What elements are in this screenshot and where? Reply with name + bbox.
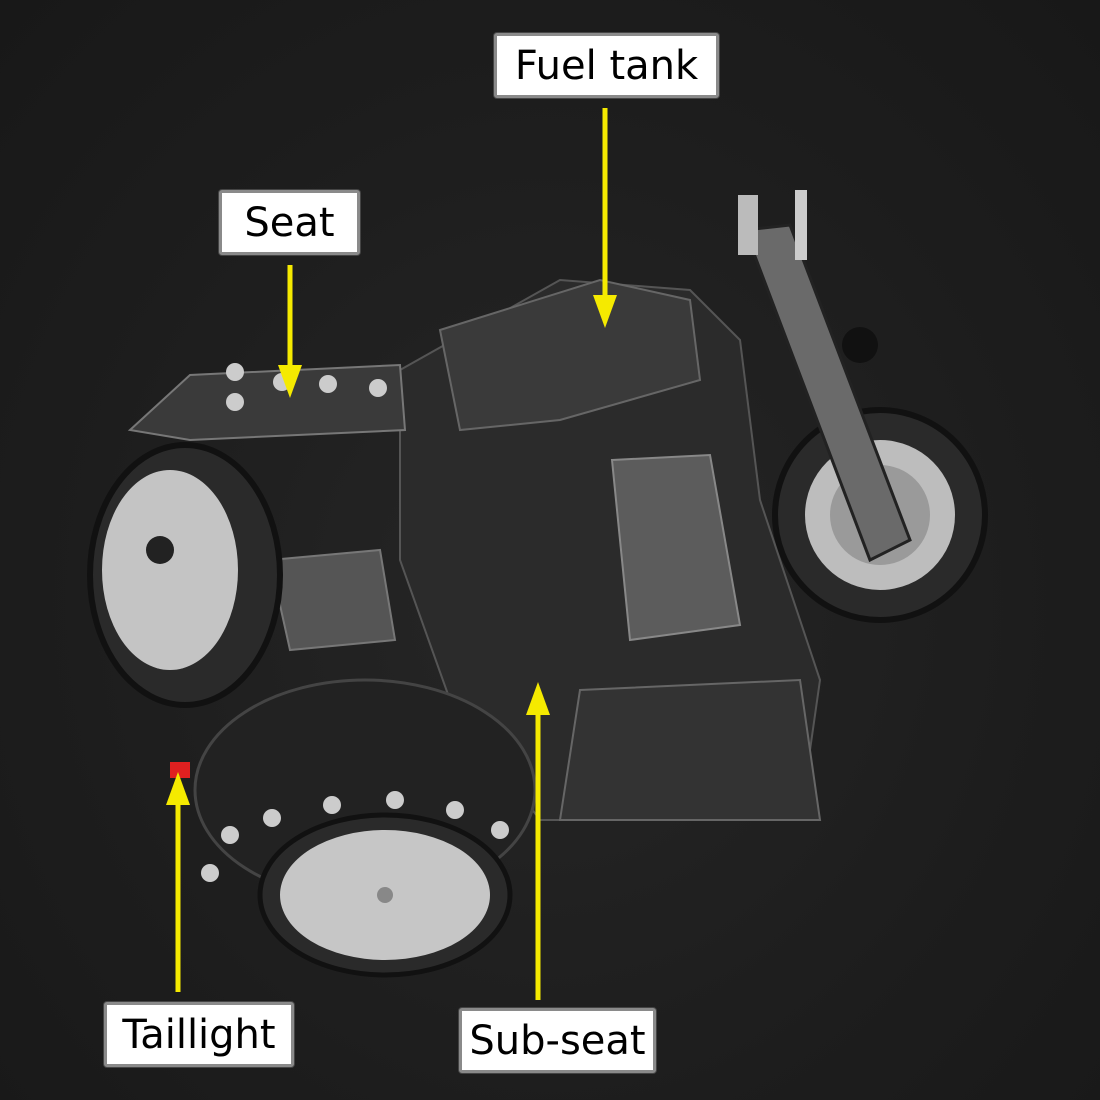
seat-label: Seat bbox=[219, 190, 360, 255]
taillight-label: Taillight bbox=[104, 1002, 294, 1067]
rear-wheel bbox=[193, 678, 537, 978]
sub-seat-label: Sub-seat bbox=[459, 1008, 656, 1073]
sidecar-wheel bbox=[87, 442, 283, 708]
taillight-part bbox=[170, 762, 190, 778]
frame bbox=[268, 278, 822, 821]
seat-part bbox=[127, 363, 407, 442]
fuel-tank-label: Fuel tank bbox=[494, 33, 719, 98]
front-fork bbox=[738, 190, 912, 563]
arrows bbox=[166, 108, 617, 1000]
